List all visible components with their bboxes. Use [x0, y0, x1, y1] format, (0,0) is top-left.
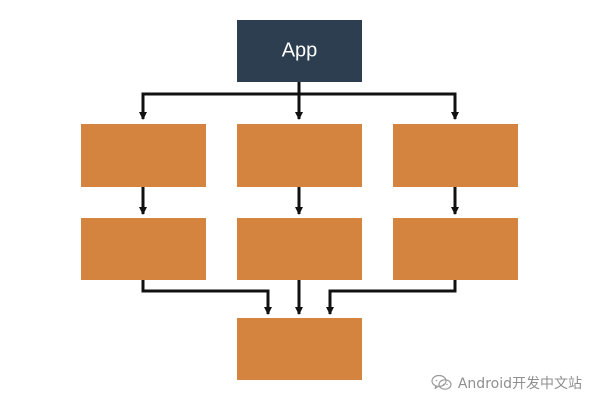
connector-root-to-top-left [139, 82, 301, 120]
node-top-right [393, 124, 518, 187]
node-top-center [237, 124, 362, 187]
node-bottom [237, 318, 362, 380]
node-mid-right [393, 218, 518, 280]
node-mid-center [237, 218, 362, 280]
node-mid-left [81, 218, 206, 280]
connector-mid-right-to-bottom [326, 280, 457, 315]
watermark-text: Android开发中文站 [457, 376, 582, 392]
node-top-left [81, 124, 206, 187]
watermark: Android开发中文站 [431, 373, 582, 393]
connector-lines [139, 82, 459, 315]
app-node-label: App [282, 39, 318, 61]
wechat-icon [431, 374, 452, 390]
connector-mid-left-to-bottom [141, 280, 272, 315]
connector-root-to-top-right [299, 92, 459, 120]
app-node [237, 20, 362, 82]
